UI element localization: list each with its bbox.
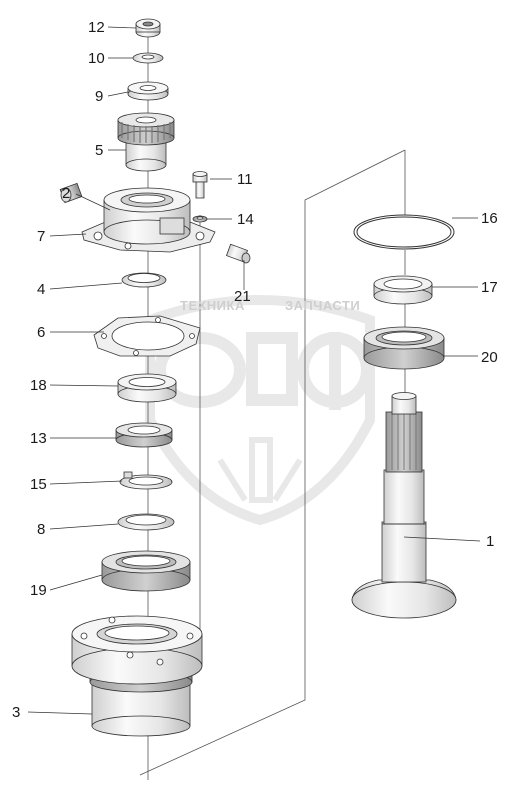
part-1-shaft <box>351 392 457 619</box>
watermark-text-left: ТЕХНИКА <box>180 298 245 313</box>
callout-5: 5 <box>95 142 104 159</box>
callout-2: 2 <box>62 185 71 202</box>
callout-18: 18 <box>30 377 47 394</box>
callout-8: 8 <box>37 521 46 538</box>
part-10-washer <box>132 52 164 64</box>
part-19-bearing <box>101 550 191 592</box>
part-9-washer <box>127 81 169 101</box>
callout-4: 4 <box>37 281 46 298</box>
part-17-seal <box>373 275 433 305</box>
part-18-bearing <box>117 373 177 403</box>
part-11-bolt <box>192 171 208 199</box>
part-15-lock-washer <box>119 471 173 490</box>
part-20-bearing <box>363 326 445 370</box>
callout-11: 11 <box>237 171 253 188</box>
callout-15: 15 <box>30 476 47 493</box>
part-13-round-nut <box>115 422 173 448</box>
callout-17: 17 <box>481 279 498 296</box>
callout-14: 14 <box>237 211 254 228</box>
callout-3: 3 <box>12 704 21 721</box>
part-21-fitting <box>225 243 251 264</box>
part-3-hub <box>71 615 203 737</box>
part-8-ring <box>117 513 175 531</box>
callout-6: 6 <box>37 324 46 341</box>
watermark-text-right: ЗАПЧАСТИ <box>285 298 361 313</box>
part-16-o-ring <box>353 214 455 250</box>
callout-1: 1 <box>486 533 495 550</box>
callout-9: 9 <box>95 88 104 105</box>
part-5-gear <box>117 112 175 172</box>
part-6-gasket <box>93 315 201 357</box>
callout-7: 7 <box>37 228 46 245</box>
callout-12: 12 <box>88 19 105 36</box>
part-4-ring <box>121 272 167 288</box>
callout-10: 10 <box>88 50 105 67</box>
callout-leaders <box>27 26 481 715</box>
part-14-washer <box>192 215 208 223</box>
part-2-grease-fitting <box>59 182 83 204</box>
part-12-nut <box>135 18 161 38</box>
callout-16: 16 <box>481 210 498 227</box>
part-7-housing <box>81 187 216 253</box>
callout-21: 21 <box>234 288 251 305</box>
callout-19: 19 <box>30 582 47 599</box>
callout-20: 20 <box>481 349 498 366</box>
callout-13: 13 <box>30 430 47 447</box>
